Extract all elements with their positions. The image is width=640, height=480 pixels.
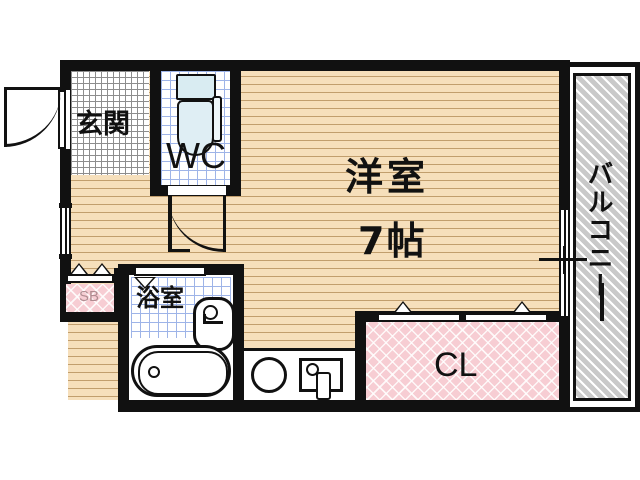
washbasin-tap-stem <box>203 314 206 324</box>
closet-door-panel-left[interactable] <box>377 313 461 322</box>
closet-wall-top <box>355 311 570 322</box>
sink-drain-knob <box>306 363 319 376</box>
balcony-floor <box>576 76 628 398</box>
wc-label: WC <box>166 135 226 176</box>
wc-wall-left <box>150 71 161 196</box>
closet-wall-left <box>355 311 366 412</box>
sb-frame-right <box>114 268 122 314</box>
left-window-sash <box>65 206 67 256</box>
wc-door-arc-right-line <box>223 196 226 226</box>
stove-burner <box>251 357 287 393</box>
balcony-label: バルコニー <box>583 160 613 300</box>
sb-door-triangle-right-inner <box>95 265 109 274</box>
toilet-side-rail <box>212 96 222 142</box>
bath-wall-right <box>233 264 244 412</box>
closet-label: CL <box>434 346 478 384</box>
wall-top <box>60 60 570 71</box>
wc-door-leaf[interactable] <box>168 196 172 252</box>
entrance-door-leaf[interactable] <box>58 90 66 149</box>
balcony-partition-line <box>600 283 604 321</box>
entrance-door-arc-top-line <box>4 87 62 90</box>
genkan-label: 玄関 <box>76 109 130 140</box>
bathtub-drain <box>148 366 160 378</box>
closet-door-triangle-right-inner <box>515 303 529 312</box>
left-window-frame <box>59 203 72 208</box>
sb-label: SB <box>79 288 100 305</box>
wall-bottom-main <box>118 400 570 412</box>
wall-right-bottom <box>559 318 570 412</box>
closet-door-panel-right[interactable] <box>464 313 548 322</box>
genkan-floor <box>71 71 149 175</box>
balcony-door-marker-v <box>563 246 566 274</box>
washbasin-bowl <box>203 305 218 320</box>
bath-sliding-door[interactable] <box>134 266 206 276</box>
sb-fill <box>66 284 114 312</box>
wc-door-opening <box>168 186 226 195</box>
toilet-tank <box>176 74 216 100</box>
bath-label: 浴室 <box>136 284 184 312</box>
sb-door-triangle-left-inner <box>72 265 86 274</box>
wall-bottom-left <box>60 312 122 322</box>
sink-faucet <box>316 372 331 400</box>
main-room-size-label: 7帖 <box>358 219 427 263</box>
washbasin-tap <box>203 321 223 324</box>
wc-wall-right <box>230 71 241 196</box>
main-room-label: 洋室 <box>345 155 430 199</box>
sb-door-panel[interactable] <box>66 274 114 283</box>
left-window-frame-bottom <box>59 254 72 259</box>
entrance-door-jamb-bottom <box>60 148 71 154</box>
sb-frame-left <box>60 280 66 314</box>
wc-door-arc-bottom-line <box>168 249 190 252</box>
entrance-door-jamb-top <box>60 86 71 91</box>
closet-fill <box>366 322 559 400</box>
wall-bath-left <box>118 264 129 412</box>
bath-door-triangle-inner <box>137 278 153 287</box>
closet-door-triangle-left-inner <box>396 303 410 312</box>
wall-right-top <box>559 60 570 208</box>
entrance-door-swing-arc <box>4 89 61 147</box>
